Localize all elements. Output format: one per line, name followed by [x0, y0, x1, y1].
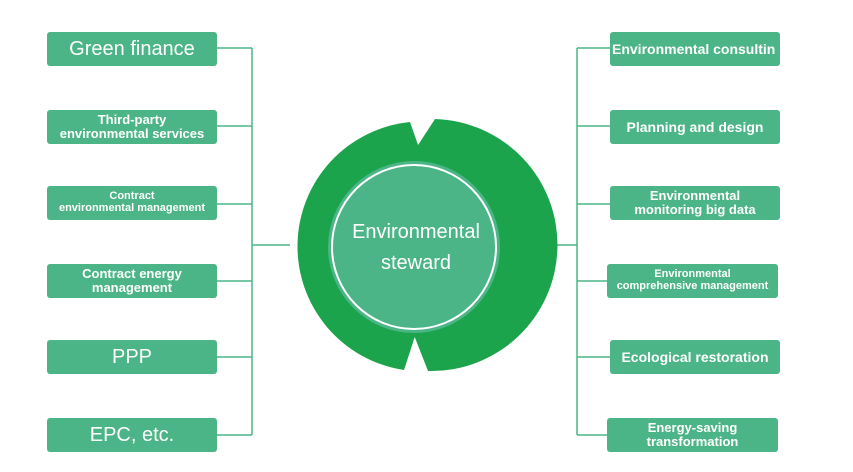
node-ecological-restoration: Ecological restoration — [610, 340, 780, 374]
node-contract-energy-management: Contract energy management — [47, 264, 217, 298]
node-epc-etc: EPC, etc. — [47, 418, 217, 452]
center-circle-border — [331, 164, 497, 330]
node-planning-and-design: Planning and design — [610, 110, 780, 144]
node-ppp: PPP — [47, 340, 217, 374]
outer-ring-left-arc — [297, 122, 424, 370]
node-third-party-environmental-services: Third-party environmental services — [47, 110, 217, 144]
node-green-finance: Green finance — [47, 32, 217, 66]
node-contract-environmental-management: Contract environmental management — [47, 186, 217, 220]
center-circle — [328, 161, 500, 333]
node-environmental-consulting: Environmental consultin — [610, 32, 780, 66]
node-energy-saving-transformation: Energy-saving transformation — [607, 418, 778, 452]
node-environmental-monitoring-big-data: Environmental monitoring big data — [610, 186, 780, 220]
node-environmental-comprehensive-management: Environmental comprehensive management — [607, 264, 778, 298]
center-label: Environmental steward — [352, 221, 480, 274]
